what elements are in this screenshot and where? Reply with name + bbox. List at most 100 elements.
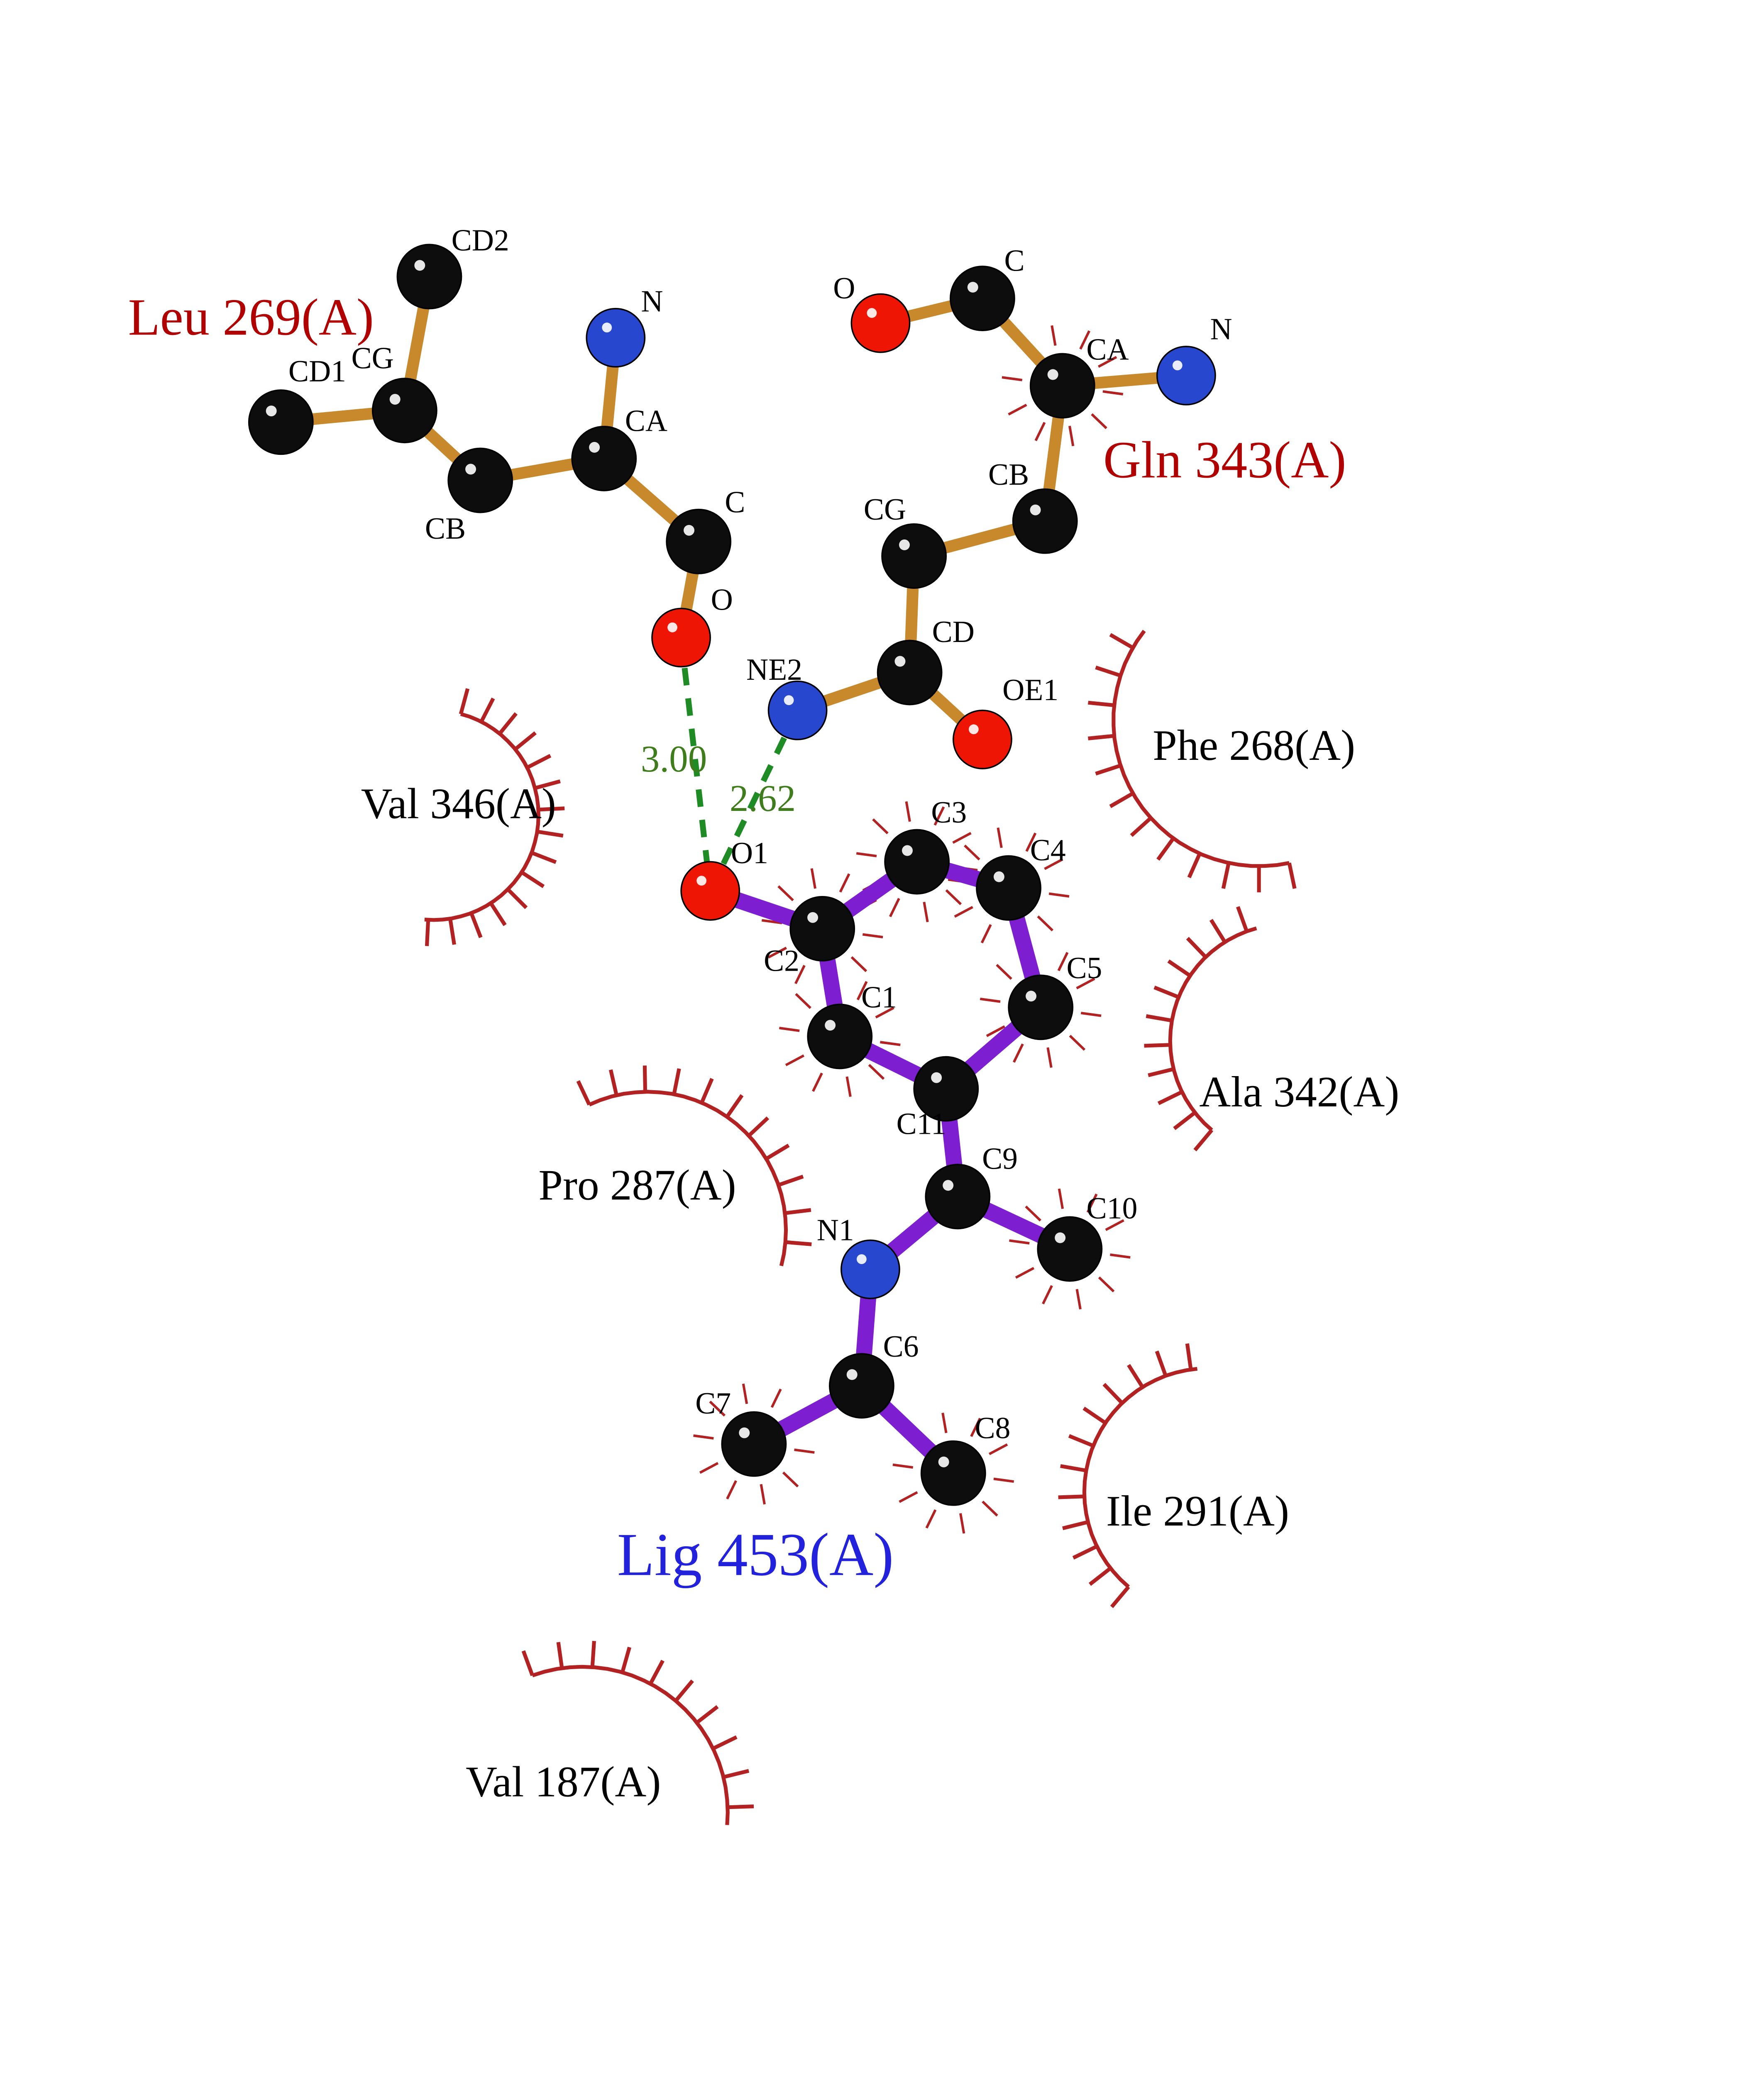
contact-arc-tick: [725, 1094, 744, 1118]
contact-arc-tick: [530, 851, 557, 864]
contact-arc-tick: [1058, 1494, 1085, 1499]
atom-contact-spike: [812, 1072, 823, 1092]
atom-contact-spike: [850, 956, 867, 972]
contact-arc-tick: [649, 1660, 665, 1685]
atom-cd1: [248, 389, 314, 455]
contact-arc-tick: [1148, 1067, 1174, 1077]
atom-c: [666, 508, 732, 574]
contact-arc-tick: [498, 712, 518, 735]
contact-arc: [1082, 1367, 1198, 1589]
residue-label: Leu 269(A): [128, 288, 374, 347]
atom-contact-spike: [1058, 1188, 1064, 1209]
contact-arc-tick: [459, 688, 470, 715]
atom-contact-spike: [742, 1383, 748, 1404]
atom-contact-spike: [1080, 1012, 1102, 1017]
contact-arc-tick: [1088, 1567, 1112, 1586]
atom-label: C10: [1087, 1191, 1138, 1225]
atom-contact-spike: [954, 906, 973, 918]
atom-contact-spike: [945, 889, 962, 906]
atom-contact-spike: [996, 964, 1012, 980]
contact-arc-tick: [672, 1068, 681, 1095]
atom-contact-spike: [845, 1076, 852, 1097]
hbond-distance-label: 2.62: [730, 777, 796, 819]
atom-n: [586, 308, 646, 368]
atom-contact-spike: [726, 1480, 737, 1500]
atom-label: O: [711, 583, 733, 617]
contact-arc-tick: [521, 1650, 534, 1676]
atom-label: CB: [425, 511, 466, 545]
atom-contact-spike: [1009, 1239, 1030, 1245]
atom-contact-spike: [868, 1064, 885, 1080]
contact-arc-tick: [674, 1680, 694, 1702]
hydrogen-bond: [678, 637, 713, 891]
hydrophobic-residue-label: Val 187(A): [466, 1757, 661, 1806]
atom-contact-spike: [905, 801, 911, 822]
contact-arc-tick: [1062, 1520, 1089, 1531]
atom-label: OE1: [1002, 673, 1058, 707]
atom-label: CB: [988, 457, 1029, 491]
atom-highlight: [967, 282, 978, 293]
contact-arc-tick: [1185, 1343, 1193, 1370]
atom-highlight: [938, 1456, 949, 1467]
contact-arc-tick: [489, 902, 507, 926]
atom-c1: [807, 1003, 873, 1069]
contact-arc-tick: [514, 731, 537, 751]
atom-label: N1: [817, 1213, 854, 1247]
atom-ne2: [767, 680, 828, 740]
atom-contact-spike: [1042, 1285, 1053, 1305]
residue-label: Lig 453(A): [617, 1521, 894, 1588]
atom-label: C4: [1030, 833, 1066, 867]
atom-o: [651, 608, 711, 668]
contact-arc-tick: [1186, 937, 1207, 959]
atom-highlight: [1026, 991, 1037, 1002]
atom-label: C: [725, 485, 745, 519]
atom-label: C2: [764, 944, 799, 978]
contact-arc: [1168, 926, 1257, 1132]
atom-o1: [680, 861, 740, 921]
atom-cg: [881, 523, 947, 589]
contact-arc-tick: [700, 1078, 714, 1104]
contact-arc-tick: [785, 1240, 812, 1246]
contact-arc: [1112, 630, 1290, 868]
atom-label: CG: [864, 492, 906, 526]
atom-highlight: [389, 394, 401, 405]
atom-contact-spike: [1046, 1047, 1053, 1068]
hydrophobic-residue-label: Pro 287(A): [538, 1160, 736, 1209]
atom-contact-spike: [856, 852, 877, 857]
atom-contact-spike: [1048, 892, 1070, 898]
contact-arc-tick: [1072, 1545, 1098, 1560]
atom-highlight: [943, 1180, 954, 1191]
atom-label: C8: [975, 1411, 1011, 1445]
contact-arc-tick: [1095, 665, 1121, 678]
atom-label: C6: [883, 1329, 919, 1363]
contact-arc-tick: [1088, 734, 1114, 740]
atom-contact-spike: [1086, 1194, 1098, 1213]
contact-arc-tick: [576, 1080, 591, 1106]
atom-cb: [1012, 488, 1078, 554]
atom-cg: [371, 378, 437, 444]
contact-arc-tick: [1221, 862, 1231, 889]
atom-label: C3: [931, 795, 967, 829]
atom-c10: [1037, 1216, 1103, 1282]
atom-contact-spike: [952, 832, 972, 844]
atom-highlight: [825, 1020, 836, 1031]
atom-c3: [884, 829, 950, 895]
atom-contact-spike: [875, 1006, 894, 1019]
contact-arc-tick: [1153, 986, 1180, 999]
atom-contact-spike: [761, 919, 782, 925]
atom-contact-spike: [862, 933, 883, 939]
atom-label: CA: [1086, 332, 1129, 366]
atom-c6: [829, 1353, 894, 1419]
contact-arc: [424, 712, 541, 922]
contact-arc-tick: [1187, 853, 1202, 879]
hydrophobic-contacts-layer: [424, 630, 1297, 1825]
atom-highlight: [1047, 369, 1058, 380]
atom-highlight: [867, 308, 877, 318]
atom-label: C5: [1066, 951, 1102, 985]
atom-highlight: [739, 1427, 750, 1438]
atom-contact-spike: [982, 1500, 998, 1517]
atom-oe1: [953, 709, 1012, 769]
contact-arc-tick: [784, 1208, 811, 1215]
atom-contact-spike: [925, 1509, 937, 1529]
atom-contact-spike: [1075, 1289, 1082, 1310]
